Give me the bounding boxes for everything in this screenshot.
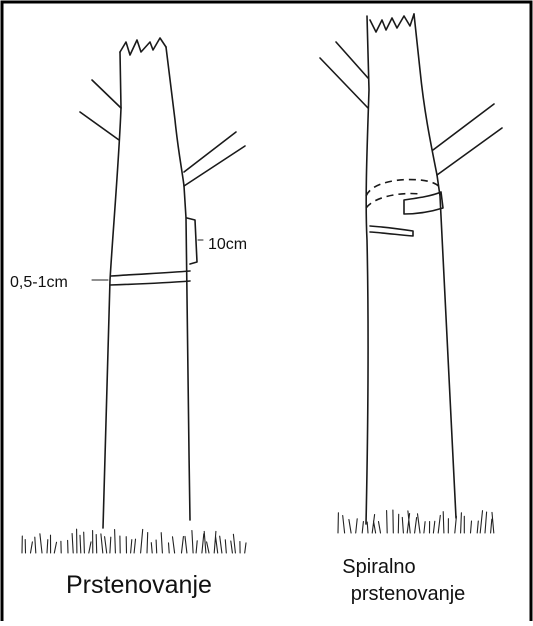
left-tree-branch-left — [80, 80, 121, 140]
right-tree-branch-left — [320, 42, 368, 108]
left-tree-trunk-right — [166, 47, 190, 520]
ring-width-label: 0,5-1cm — [10, 274, 68, 291]
left-grass — [22, 529, 246, 553]
right-tree-broken-top — [370, 14, 414, 32]
spiral-band-lower — [370, 226, 413, 236]
spiral-band-front — [404, 192, 443, 214]
measure-bracket — [187, 218, 197, 264]
left-tree-trunk-left — [103, 52, 121, 528]
right-tree — [320, 14, 502, 524]
caption-right-line2: prstenovanje — [351, 583, 466, 605]
left-tree-broken-top — [120, 38, 166, 55]
left-tree — [80, 38, 245, 528]
grass-strokes — [22, 529, 246, 553]
caption-right-line1: Spiralno — [342, 556, 415, 578]
length-label: 10cm — [208, 236, 247, 253]
right-tree-trunk-right — [414, 14, 456, 518]
spiral-dashed-back-2 — [366, 194, 420, 208]
right-tree-trunk-left — [366, 16, 369, 524]
right-grass — [338, 510, 494, 533]
girdle-ring — [110, 271, 190, 285]
right-tree-branch-right — [433, 104, 502, 175]
caption-left: Prstenovanje — [66, 571, 212, 599]
left-tree-branch-right — [184, 132, 245, 186]
grass-strokes — [338, 510, 494, 533]
